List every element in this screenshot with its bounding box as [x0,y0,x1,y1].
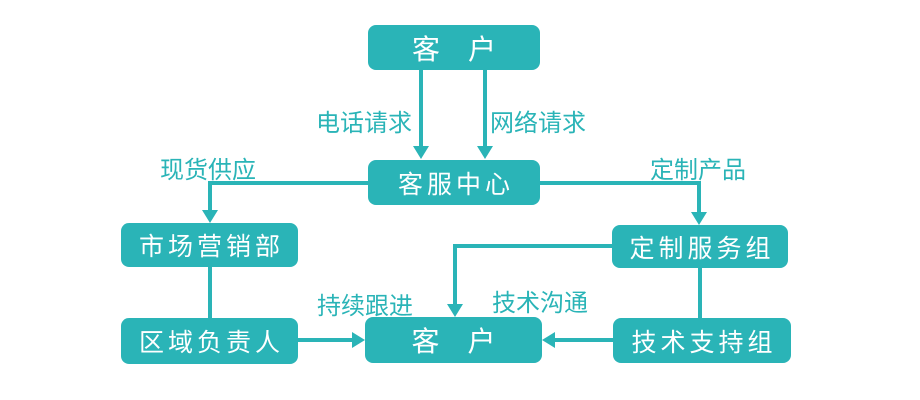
node-custom-service-group: 定制服务组 [612,225,788,268]
edge-web-request-arrowhead-icon [477,146,493,159]
edge-customservice-to-techsupport-line [698,268,702,318]
node-service-center: 客服中心 [368,160,540,205]
edge-spot-supply-arrowhead-icon [202,210,218,223]
edge-label-continuous-followup: 持续跟进 [317,292,413,320]
edge-label-web-request: 网络请求 [490,109,586,137]
edge-followup-line [298,338,353,342]
edge-tech-communication-hline [453,244,612,248]
edge-techsupport-to-customer-arrowhead-icon [542,332,555,348]
edge-techsupport-to-customer-line [555,338,613,342]
edge-custom-product-hline [540,181,701,185]
node-tech-support-group: 技术支持组 [613,318,791,363]
node-marketing-dept: 市场营销部 [121,223,298,267]
edge-tech-communication-arrowhead-icon [447,304,463,317]
node-customer-top: 客 户 [368,25,540,70]
edge-tech-communication-vline [453,244,457,305]
edge-phone-request-arrowhead-icon [413,146,429,159]
edge-phone-request-line [419,70,423,148]
edge-label-tech-communication: 技术沟通 [492,289,588,317]
edge-label-spot-supply: 现货供应 [160,156,256,184]
edge-web-request-line [483,70,487,148]
edge-spot-supply-vline [208,181,212,211]
node-regional-manager: 区域负责人 [121,318,298,364]
edge-spot-supply-hline [208,181,368,185]
edge-custom-product-arrowhead-icon [691,212,707,225]
edge-followup-arrowhead-icon [352,332,365,348]
edge-label-phone-request: 电话请求 [316,109,412,137]
edge-marketing-to-regional-line [208,267,212,318]
edge-label-custom-product: 定制产品 [650,156,746,184]
node-customer-bottom: 客 户 [365,317,542,363]
edge-custom-product-vline [697,181,701,213]
